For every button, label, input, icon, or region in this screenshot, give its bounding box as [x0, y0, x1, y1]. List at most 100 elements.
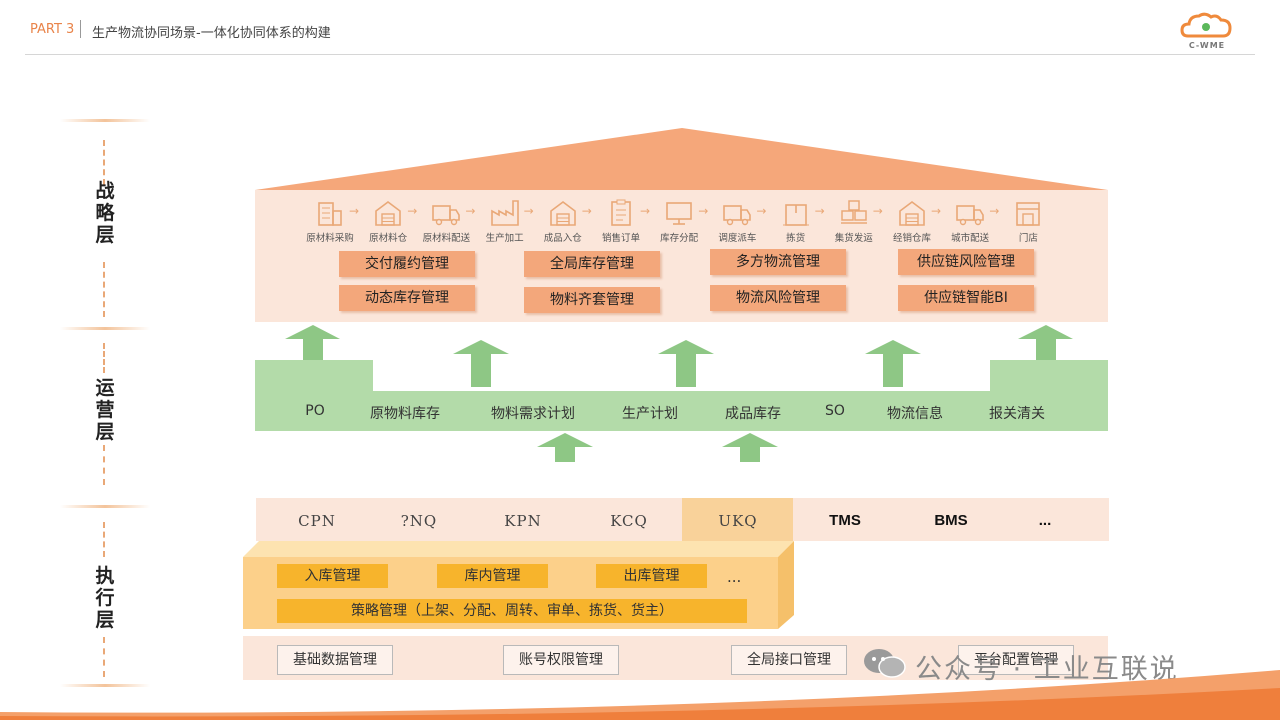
module-dynamic-inventory[interactable]: 动态库存管理 — [339, 285, 475, 311]
base-interface-mgmt[interactable]: 全局接口管理 — [731, 645, 847, 675]
process-step-label: 集货发运 — [834, 233, 873, 244]
ops-so[interactable]: SO — [825, 403, 845, 419]
part-label: PART 3 — [30, 22, 75, 37]
warehouse-icon — [549, 201, 576, 226]
boxes-icon — [840, 200, 867, 224]
process-step-label: 经销仓库 — [892, 233, 931, 244]
system-more[interactable]: ... — [1038, 512, 1052, 529]
system-cpn[interactable]: CPN — [298, 512, 336, 530]
layer-dash — [103, 522, 105, 557]
layer-divider — [60, 327, 150, 330]
flow-arrow-icon: → — [698, 204, 709, 218]
warehouse-icon — [375, 201, 401, 226]
brand-logo: C-WME — [1178, 8, 1236, 52]
wms-block-3d — [243, 541, 794, 629]
ops-logistics-info[interactable]: 物流信息 — [887, 406, 943, 422]
base-config-mgmt[interactable]: 平台配置管理 — [958, 645, 1074, 675]
watermark-text: 公众号 · 工业互联说 — [915, 654, 1179, 685]
factory-icon — [490, 200, 519, 226]
flow-arrow-icon: → — [931, 204, 942, 218]
page-title: 生产物流协同场景-一体化协同体系的构建 — [92, 26, 331, 41]
process-step-label: 库存分配 — [660, 233, 699, 244]
ops-customs[interactable]: 报关清关 — [989, 406, 1045, 422]
process-step: 原材料仓 — [359, 197, 417, 244]
flow-arrow-icon: → — [814, 204, 825, 218]
process-step-label: 原材料配送 — [422, 233, 471, 244]
truck-icon — [432, 205, 461, 226]
process-step: 调度派车 — [708, 197, 766, 244]
module-delivery[interactable]: 交付履约管理 — [339, 251, 475, 277]
header-divider — [25, 54, 1255, 55]
system-ukq[interactable]: UKQ — [718, 512, 758, 530]
module-material-kitting[interactable]: 物料齐套管理 — [524, 287, 660, 313]
wms-outbound[interactable]: 出库管理 — [596, 564, 707, 588]
wms-strategy[interactable]: 策略管理（上架、分配、周转、审单、拣货、货主） — [277, 599, 747, 623]
module-supply-bi[interactable]: 供应链智能BI — [898, 285, 1034, 311]
layer-dash — [103, 445, 105, 485]
wms-inwarehouse[interactable]: 库内管理 — [437, 564, 548, 588]
ops-raw-inventory[interactable]: 原物料库存 — [370, 406, 440, 422]
building-icon — [318, 202, 342, 226]
process-step: 原材料采购 — [301, 197, 359, 244]
process-step: 成品入仓 — [534, 197, 592, 244]
module-supply-risk[interactable]: 供应链风险管理 — [898, 249, 1034, 275]
process-step: 经销仓库 — [883, 197, 941, 244]
process-step-label: 城市配送 — [951, 233, 990, 244]
system-tms[interactable]: TMS — [829, 512, 861, 529]
module-global-inventory[interactable]: 全局库存管理 — [524, 251, 660, 277]
system-kcq[interactable]: KCQ — [610, 512, 648, 530]
process-step-label: 销售订单 — [601, 233, 640, 244]
ops-mrp[interactable]: 物料需求计划 — [491, 406, 575, 422]
process-step: 原材料配送 — [417, 197, 475, 244]
flow-arrow-icon: → — [640, 204, 651, 218]
process-step-label: 成品入仓 — [543, 233, 582, 244]
process-step: 集货发运 — [825, 197, 883, 244]
process-step-label: 原材料采购 — [306, 233, 354, 244]
process-step: 库存分配 — [650, 197, 708, 244]
truck-icon — [723, 205, 752, 226]
ops-finished-inventory[interactable]: 成品库存 — [725, 406, 781, 422]
header-separator — [80, 20, 81, 38]
flow-arrow-icon: → — [523, 204, 534, 218]
layer-dash — [103, 262, 105, 317]
wms-inbound[interactable]: 入库管理 — [277, 564, 388, 588]
ukq-highlight — [682, 498, 793, 541]
flow-arrow-icon: → — [407, 204, 418, 218]
system-bms[interactable]: BMS — [934, 512, 968, 529]
process-step: 销售订单 — [592, 197, 650, 244]
flow-arrow-icon: → — [756, 204, 767, 218]
process-step-label: 原材料仓 — [369, 233, 408, 244]
logo-text: C-WME — [1189, 41, 1225, 50]
ops-po[interactable]: PO — [305, 403, 325, 419]
layer-dash — [103, 140, 105, 185]
process-step: 拣货 — [767, 197, 825, 244]
layer-dash — [103, 637, 105, 677]
bottom-swoosh — [0, 670, 1280, 720]
store-icon — [1016, 202, 1041, 226]
process-step-label: 门店 — [1018, 233, 1038, 244]
process-step: 生产加工 — [476, 197, 534, 244]
process-step-label: 生产加工 — [485, 233, 524, 244]
layer-divider — [60, 684, 150, 687]
system-nq[interactable]: ?NQ — [400, 512, 438, 530]
system-kpn[interactable]: KPN — [504, 512, 542, 530]
module-multi-logistics[interactable]: 多方物流管理 — [710, 249, 846, 275]
roof-shape — [255, 128, 1108, 190]
box-icon — [782, 204, 809, 226]
wms-more: ... — [727, 568, 742, 586]
base-data-mgmt[interactable]: 基础数据管理 — [277, 645, 393, 675]
base-account-mgmt[interactable]: 账号权限管理 — [503, 645, 619, 675]
layer-divider — [60, 119, 150, 122]
process-step-label: 拣货 — [786, 233, 806, 244]
flow-arrow-icon: → — [581, 204, 592, 218]
upward-arrows — [285, 325, 1073, 462]
module-logistics-risk[interactable]: 物流风险管理 — [710, 285, 846, 311]
clipboard-icon — [611, 199, 631, 226]
ops-production-plan[interactable]: 生产计划 — [622, 406, 678, 422]
flow-arrow-icon: → — [989, 204, 1000, 218]
wechat-icon — [862, 646, 908, 686]
flow-arrow-icon: → — [872, 204, 883, 218]
truck-icon — [956, 205, 984, 226]
layer-divider — [60, 505, 150, 508]
operations-band — [255, 325, 1108, 462]
